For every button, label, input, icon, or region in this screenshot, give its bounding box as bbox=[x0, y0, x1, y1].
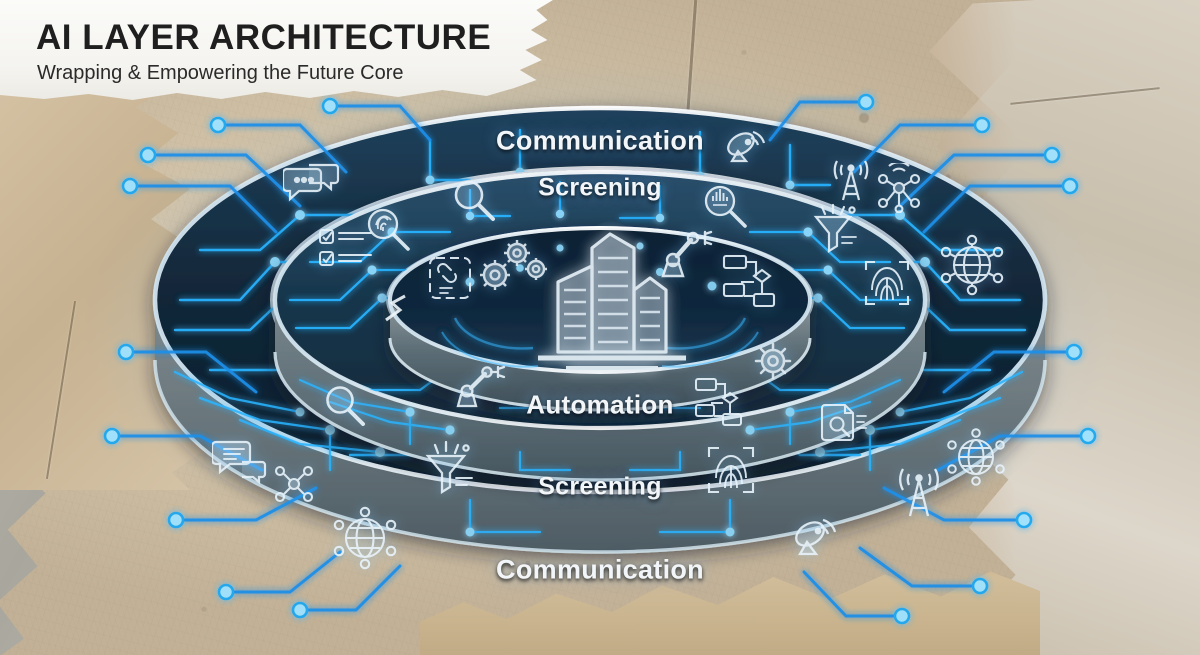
funnel-filter-icon-2 bbox=[420, 440, 476, 494]
core-inner-arcs bbox=[441, 317, 759, 368]
outer-ring-bottom-circuits bbox=[173, 370, 1024, 537]
title-banner: AI LAYER ARCHITECTURE Wrapping & Empower… bbox=[0, 0, 553, 100]
middle-ring-front-band bbox=[275, 300, 925, 480]
ring-label-outer-top: Communication bbox=[496, 125, 704, 156]
gear-small-icon bbox=[750, 338, 796, 384]
core-front-band bbox=[390, 300, 810, 410]
globe-network-icon-2 bbox=[330, 502, 400, 574]
robot-arm-icon bbox=[655, 226, 713, 282]
chat-bubbles-icon-2 bbox=[212, 438, 268, 486]
ring-label-middle-top: Screening bbox=[538, 173, 662, 202]
flowchart-icon bbox=[720, 252, 778, 310]
robot-arm-icon-2 bbox=[452, 358, 508, 412]
magnifier-icon bbox=[450, 176, 498, 224]
page-title: AI LAYER ARCHITECTURE bbox=[36, 18, 492, 57]
globe-network-icon bbox=[938, 230, 1006, 300]
satellite-dish-icon-2 bbox=[792, 508, 842, 558]
chat-bubbles-icon bbox=[283, 163, 341, 211]
flow-link-icon bbox=[424, 252, 476, 304]
fingerprint-scan-icon bbox=[364, 205, 414, 255]
network-nodes-icon bbox=[874, 163, 924, 213]
funnel-filter-icon bbox=[808, 203, 862, 253]
outer-ring-outer-rim bbox=[152, 105, 1048, 495]
globe-network-icon-3 bbox=[944, 424, 1008, 490]
middle-ring-bottom-circuits bbox=[298, 378, 902, 472]
broadcast-tower-icon-2 bbox=[894, 466, 944, 520]
gears-icon bbox=[475, 235, 547, 291]
core-torn-notch bbox=[385, 294, 406, 322]
core-inner-nodes bbox=[465, 242, 717, 291]
broadcast-tower-icon bbox=[829, 158, 873, 204]
magnifier-wave-icon bbox=[700, 182, 750, 230]
outer-ring-front-band bbox=[155, 300, 1045, 552]
core-rim bbox=[388, 226, 812, 374]
checklist-icon bbox=[318, 226, 376, 272]
ring-label-middle-bottom: Screening bbox=[538, 472, 662, 501]
ring-label-outer-bottom: Communication bbox=[496, 554, 704, 585]
network-share-icon bbox=[270, 460, 318, 508]
fingerprint-scan-icon-2 bbox=[705, 442, 757, 498]
satellite-dish-icon bbox=[724, 120, 770, 166]
magnifier-icon-2 bbox=[322, 382, 368, 428]
skyscraper-building-icon bbox=[538, 232, 686, 370]
doc-search-icon bbox=[820, 402, 868, 448]
page-subtitle: Wrapping & Empowering the Future Core bbox=[37, 62, 404, 84]
ring-label-core: Automation bbox=[526, 389, 674, 420]
middle-ring-outer-rim bbox=[272, 169, 928, 431]
middle-ring-bottom-rim bbox=[273, 351, 927, 482]
external-circuit-traces bbox=[103, 93, 1097, 625]
external-circuit-nodes bbox=[103, 93, 1097, 625]
fingerprint-icon bbox=[862, 256, 912, 310]
flowchart-icon-2 bbox=[692, 376, 748, 428]
